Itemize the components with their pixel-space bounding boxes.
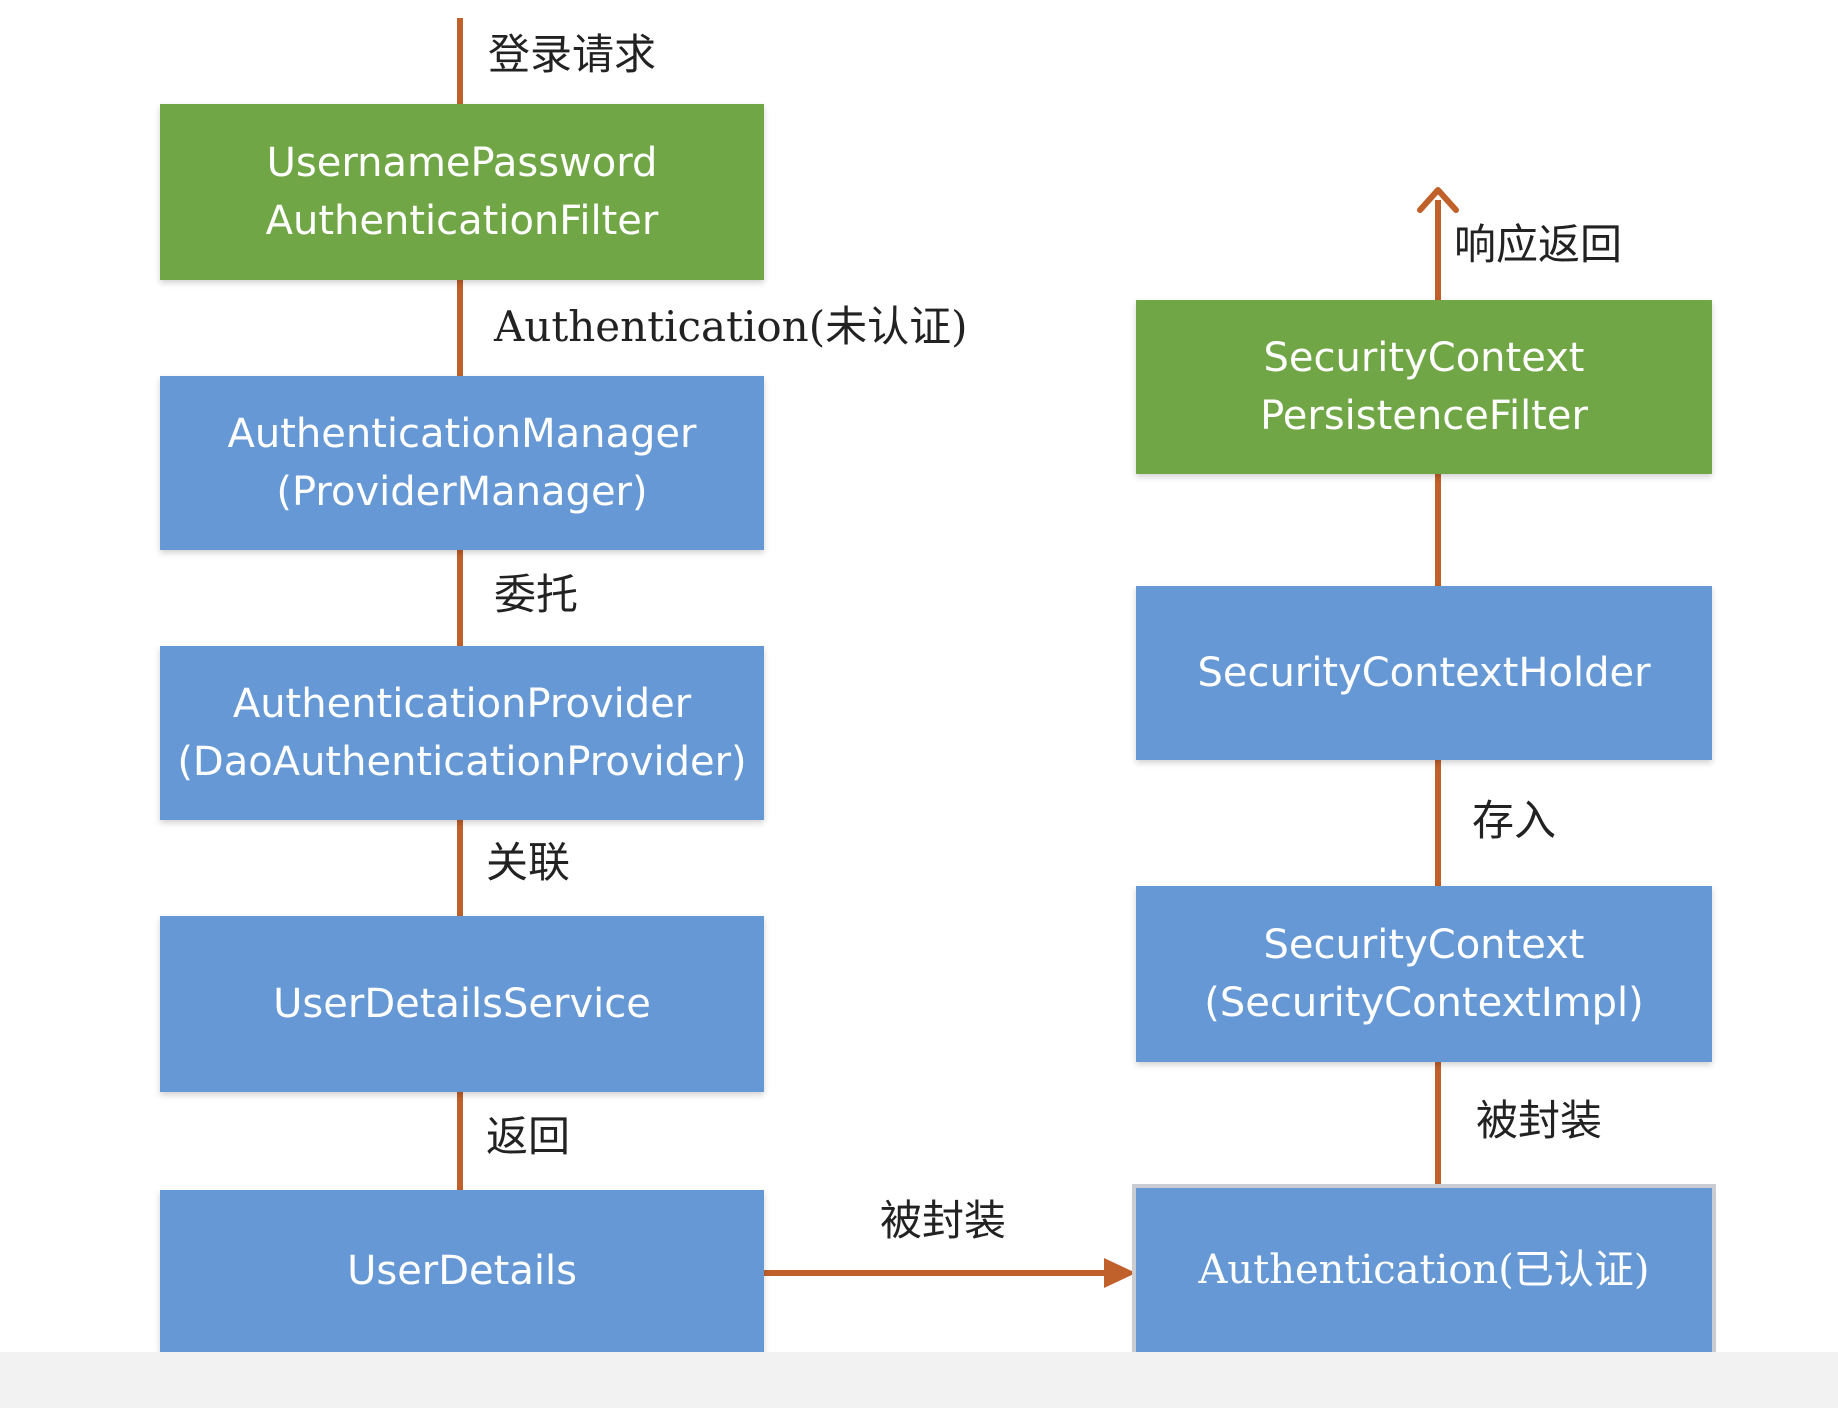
node-line1: SecurityContext [1263,922,1585,968]
edge-provider-to-service [457,820,463,916]
label-delegate: 委托 [494,570,579,619]
edge-persistence-to-response [1435,200,1441,300]
label-return: 返回 [486,1112,571,1161]
edge-holder-to-persistence [1435,474,1441,586]
node-username-password-filter: UsernamePassword AuthenticationFilter [160,104,764,280]
node-line1: Authentication(已认证) [1198,1247,1650,1293]
label-authentication-unauthenticated: Authentication(未认证) [494,302,968,351]
node-line2: (DaoAuthenticationProvider) [177,739,747,785]
bottom-band [0,1352,1838,1408]
node-security-context-holder: SecurityContextHolder [1136,586,1712,760]
node-security-context: SecurityContext (SecurityContextImpl) [1136,886,1712,1062]
node-user-details: UserDetails [160,1190,764,1352]
node-line1: AuthenticationManager [227,411,697,457]
node-line2: PersistenceFilter [1260,393,1588,439]
node-line1: SecurityContextHolder [1197,650,1651,696]
response-arrowhead [1417,187,1459,213]
label-store: 存入 [1472,796,1557,845]
node-security-context-persistence-filter: SecurityContext PersistenceFilter [1136,300,1712,474]
label-associate: 关联 [486,838,571,887]
edge-manager-to-provider [457,550,463,646]
edge-service-to-userdetails [457,1092,463,1190]
label-login-request: 登录请求 [488,30,657,79]
node-line1: UserDetailsService [273,981,651,1027]
edge-login-request [457,18,463,104]
node-authentication-authenticated: Authentication(已认证) [1132,1184,1716,1356]
node-line2: (ProviderManager) [276,469,648,515]
node-authentication-provider: AuthenticationProvider (DaoAuthenticatio… [160,646,764,820]
node-user-details-service: UserDetailsService [160,916,764,1092]
node-line2: (SecurityContextImpl) [1204,980,1644,1026]
node-line1: UsernamePassword [266,140,658,186]
edge-filter-to-manager [457,280,463,376]
node-line1: SecurityContext [1263,335,1585,381]
node-authentication-manager: AuthenticationManager (ProviderManager) [160,376,764,550]
edge-context-to-holder [1435,760,1441,886]
label-response-return: 响应返回 [1454,220,1623,269]
label-wrapped: 被封装 [1476,1096,1603,1145]
edge-auth-to-context [1435,1062,1441,1188]
node-line1: AuthenticationProvider [232,681,692,727]
label-cross-wrapped: 被封装 [880,1196,1007,1245]
node-line1: UserDetails [347,1248,577,1294]
node-line2: AuthenticationFilter [265,198,659,244]
cross-edge-arrowhead [1104,1258,1136,1288]
